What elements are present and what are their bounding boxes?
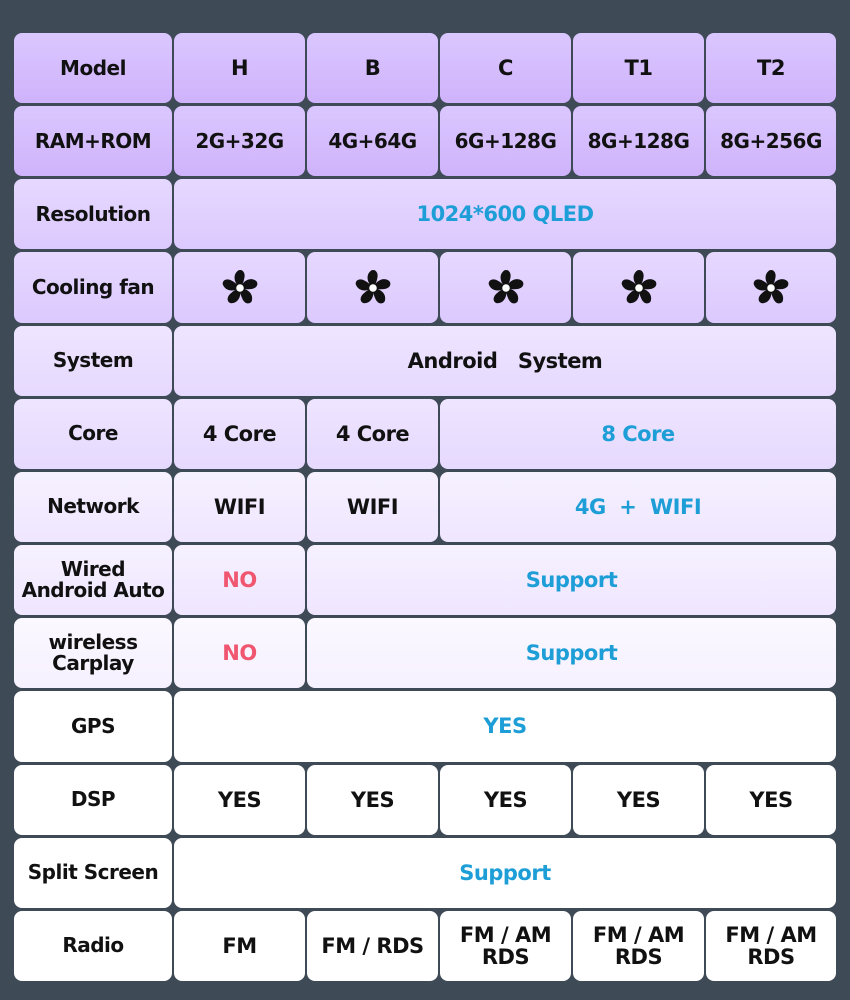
radio-t2: FM / AM RDS — [706, 910, 836, 981]
radio-t1: FM / AM RDS — [573, 910, 704, 981]
row-label-system: System — [14, 325, 172, 396]
row-label-split-screen: Split Screen — [14, 837, 172, 908]
radio-line: RDS — [481, 944, 530, 969]
fan-icon — [174, 252, 305, 323]
dsp-c: YES — [440, 764, 571, 835]
gps-value: YES — [174, 691, 836, 762]
radio-line: FM / AM — [592, 922, 685, 947]
radio-c: FM / AM RDS — [440, 910, 571, 981]
dsp-t2: YES — [706, 764, 836, 835]
ram-rom-h: 2G+32G — [174, 106, 305, 177]
radio-h: FM — [174, 910, 305, 981]
label-line: Wired — [60, 557, 126, 582]
spec-table: Model H B C T1 T2 RAM+ROM 2G+32G 4G+64G … — [14, 33, 836, 981]
wireless-carplay-b-t2: Support — [307, 618, 836, 689]
radio-b: FM / RDS — [307, 910, 438, 981]
split-screen-value: Support — [174, 837, 836, 908]
model-b: B — [307, 33, 438, 104]
label-line: Android Auto — [21, 578, 165, 603]
wired-android-auto-h: NO — [174, 545, 305, 616]
dsp-t1: YES — [573, 764, 704, 835]
fan-icon — [573, 252, 704, 323]
row-label-core: Core — [14, 398, 172, 469]
radio-line: RDS — [747, 944, 795, 969]
row-label-radio: Radio — [14, 910, 172, 981]
row-label-gps: GPS — [14, 691, 172, 762]
ram-rom-t1: 8G+128G — [573, 106, 704, 177]
dsp-h: YES — [174, 764, 305, 835]
row-label-resolution: Resolution — [14, 179, 172, 250]
ram-rom-t2: 8G+256G — [706, 106, 836, 177]
fan-icon — [440, 252, 571, 323]
ram-rom-b: 4G+64G — [307, 106, 438, 177]
core-b: 4 Core — [307, 398, 438, 469]
label-line: wireless — [48, 630, 139, 655]
resolution-value: 1024*600 QLED — [174, 179, 836, 250]
network-b: WIFI — [307, 471, 438, 543]
model-h: H — [174, 33, 305, 104]
radio-line: FM / AM — [459, 922, 552, 947]
wireless-carplay-h: NO — [174, 618, 305, 689]
wired-android-auto-b-t2: Support — [307, 545, 836, 616]
row-label-model: Model — [14, 33, 172, 104]
radio-line: FM / AM — [725, 922, 817, 947]
system-value: Android System — [174, 325, 836, 396]
ram-rom-c: 6G+128G — [440, 106, 571, 177]
row-label-ram-rom: RAM+ROM — [14, 106, 172, 177]
dsp-b: YES — [307, 764, 438, 835]
core-h: 4 Core — [174, 398, 305, 469]
fan-icon — [706, 252, 836, 323]
row-label-dsp: DSP — [14, 764, 172, 835]
network-c-t2: 4G + WIFI — [440, 471, 836, 543]
core-c-t2: 8 Core — [440, 398, 836, 469]
model-c: C — [440, 33, 571, 104]
row-label-wireless-carplay: wireless Carplay — [14, 618, 172, 689]
row-label-cooling-fan: Cooling fan — [14, 252, 172, 323]
fan-icon — [307, 252, 438, 323]
label-line: Carplay — [52, 651, 134, 676]
row-label-network: Network — [14, 471, 172, 543]
model-t2: T2 — [706, 33, 836, 104]
model-t1: T1 — [573, 33, 704, 104]
row-label-wired-android-auto: Wired Android Auto — [14, 545, 172, 616]
network-h: WIFI — [174, 471, 305, 543]
radio-line: RDS — [614, 944, 663, 969]
